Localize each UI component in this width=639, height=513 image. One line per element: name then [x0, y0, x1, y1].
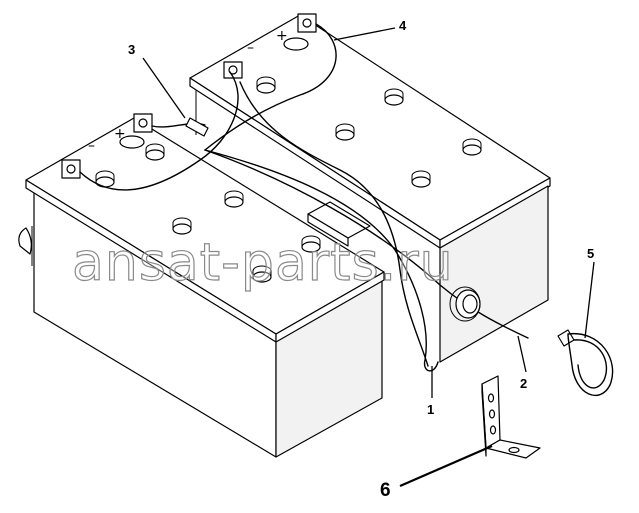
- front-minus-sign: –: [88, 138, 95, 154]
- callout-4: 4: [399, 18, 407, 33]
- cables: [79, 23, 529, 372]
- rear-plus-sign: +: [276, 28, 288, 44]
- front-battery-negative-terminal: [61, 159, 81, 179]
- cable-1: [204, 149, 439, 372]
- front-battery-positive-terminal: [119, 113, 153, 149]
- cable-clamp: [557, 329, 614, 397]
- cable-2: [204, 149, 529, 339]
- front-battery: – +: [18, 113, 385, 458]
- callout-2: 2: [520, 376, 527, 391]
- jumper-cable-3: [79, 71, 239, 191]
- rear-minus-sign: –: [247, 40, 254, 56]
- callout-5: 5: [587, 246, 594, 261]
- rear-battery: – +: [189, 13, 551, 363]
- callout-1: 1: [427, 402, 434, 417]
- cable-4: [204, 23, 337, 151]
- callout-3: 3: [128, 42, 135, 57]
- rear-battery-positive-terminal: [283, 13, 317, 51]
- watermark-text: ansat-parts.ru: [72, 233, 454, 293]
- rear-battery-caps: [256, 76, 482, 188]
- callouts: 3 4 1 2 5 6: [128, 18, 595, 501]
- rear-battery-negative-terminal: [223, 61, 243, 79]
- front-plus-sign: +: [114, 126, 126, 142]
- grommet: [449, 286, 481, 322]
- front-battery-caps: [95, 143, 321, 283]
- mounting-bracket: [481, 375, 541, 459]
- callout-6: 6: [380, 480, 391, 501]
